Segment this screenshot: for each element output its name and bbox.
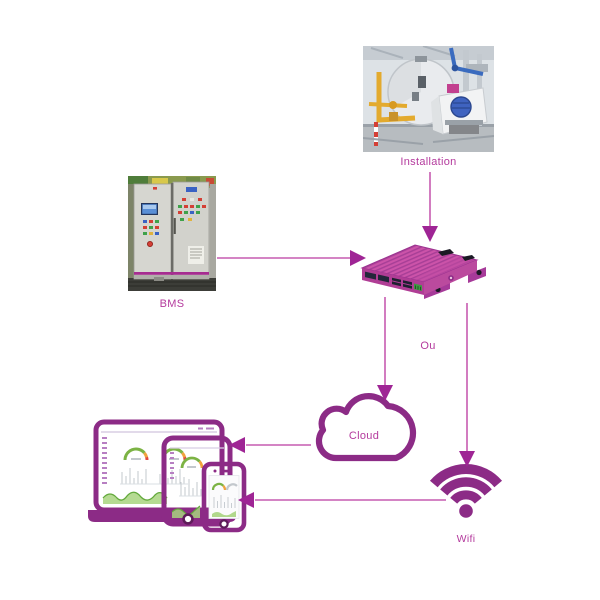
devices-node	[88, 416, 248, 538]
wifi-to-devices-arrow	[238, 492, 446, 508]
devices-art	[88, 419, 247, 533]
cloud-node	[308, 390, 420, 474]
wifi-icon	[429, 463, 503, 518]
phone-home-button	[219, 519, 229, 529]
installation-to-gateway-arrow	[422, 172, 438, 242]
bms-photo	[128, 176, 216, 291]
installation-photo-art	[363, 46, 494, 152]
installation-photo	[363, 46, 494, 152]
tablet-home-button	[182, 513, 194, 525]
or-label: Ou	[420, 340, 436, 352]
bms-to-gateway-arrow	[217, 250, 366, 266]
bms-label: BMS	[159, 298, 185, 310]
wifi-label: Wifi	[456, 533, 476, 545]
gateway-to-wifi-arrow	[459, 303, 475, 467]
bms-photo-art	[128, 176, 216, 291]
gateway-device	[350, 234, 486, 310]
cloud-icon	[315, 393, 417, 462]
gateway-to-cloud-arrow	[377, 297, 393, 401]
gateway-bracket	[468, 267, 486, 283]
installation-label: Installation	[400, 156, 457, 168]
gateway-front-face	[362, 268, 424, 295]
wifi-node	[421, 450, 511, 520]
gateway-device-art	[360, 244, 486, 299]
cloud-label: Cloud	[348, 430, 380, 442]
